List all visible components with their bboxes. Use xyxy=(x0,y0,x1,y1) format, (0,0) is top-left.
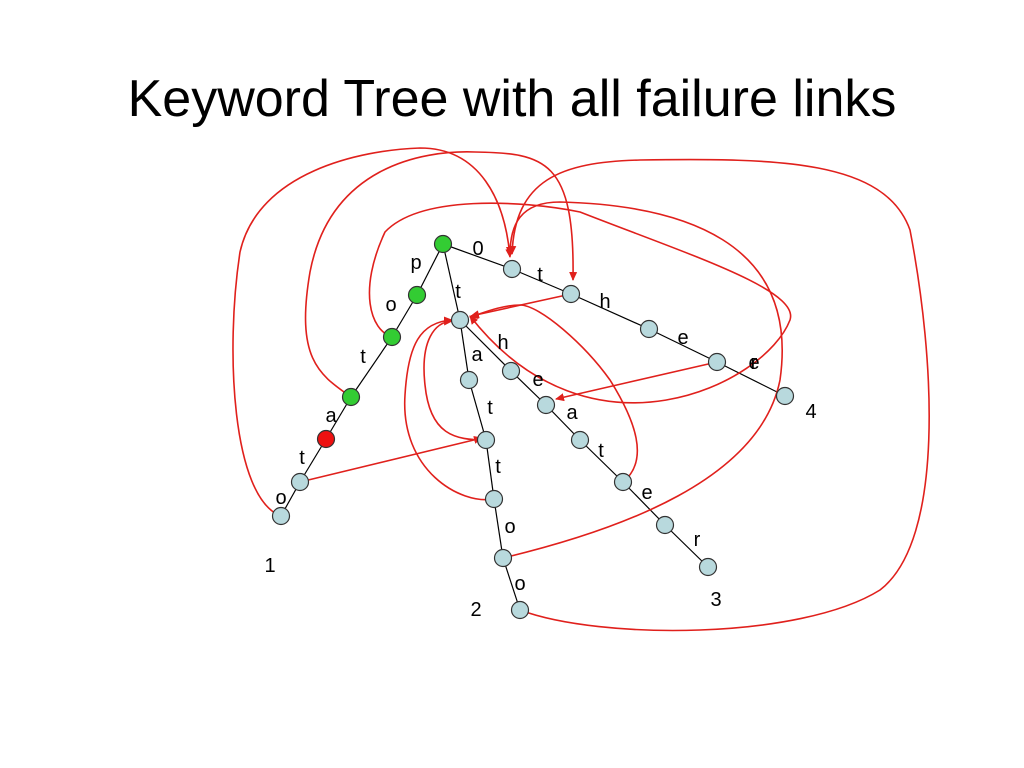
node-theater xyxy=(698,557,718,577)
edge-label-root-t: t xyxy=(537,264,543,286)
node-the xyxy=(639,319,659,339)
tree-edge-root-t xyxy=(442,243,513,270)
tree-edge-thea-theat xyxy=(579,439,624,483)
failure-link-potato-t xyxy=(232,147,514,517)
edge-label-ther-there: e xyxy=(748,352,759,374)
tree-nodes xyxy=(271,234,795,620)
node-root xyxy=(433,234,453,254)
node-theate xyxy=(655,515,675,535)
tree-edge-po-pot xyxy=(350,336,393,398)
node-th xyxy=(561,284,581,304)
tree-edge-tatt-tatto xyxy=(493,498,504,559)
node-th2 xyxy=(501,361,521,381)
tree-edge-t2-th2 xyxy=(459,319,512,372)
tree-edge-th-the xyxy=(570,293,650,330)
edge-label-root-t2: t xyxy=(455,281,461,303)
node-tag-theater: 3 xyxy=(710,589,721,611)
node-tags: 0 1 4 2 3 xyxy=(264,238,816,621)
edge-label-th-the: e xyxy=(677,327,688,349)
edge-label-ta-tat: t xyxy=(487,397,493,419)
node-tattoo xyxy=(510,600,530,620)
edge-label-pot-pota: a xyxy=(325,405,337,427)
node-potato xyxy=(271,506,291,526)
node-ta xyxy=(459,370,479,390)
failure-link-the-thea xyxy=(555,361,718,402)
node-tatt xyxy=(484,489,504,509)
tree-edge-t-th xyxy=(511,268,572,295)
edge-label-tat-tatt: t xyxy=(495,456,501,478)
tree-edges xyxy=(280,243,786,611)
node-ther xyxy=(707,352,727,372)
failure-link-tatto-t xyxy=(502,201,783,559)
failure-link-theat-t2 xyxy=(469,304,638,483)
node-theat xyxy=(613,472,633,492)
edge-label-p-po: o xyxy=(385,294,396,316)
edge-label-pota-potat: t xyxy=(299,447,305,469)
node-the2 xyxy=(536,395,556,415)
node-there xyxy=(775,386,795,406)
failure-link-potat-tat xyxy=(299,435,483,483)
node-tag-tattoo: 2 xyxy=(470,599,481,621)
tree-edge-ta-tat xyxy=(468,379,487,441)
tree-edge-root-t2 xyxy=(442,243,461,321)
edge-label-root-p: p xyxy=(410,252,421,274)
failure-link-pota-t xyxy=(304,151,578,398)
edge-label-t-th: h xyxy=(599,291,610,313)
node-tag-root: 0 xyxy=(472,238,483,260)
tree-edge-theate-theater xyxy=(664,524,709,568)
node-tag-there: 4 xyxy=(805,401,816,423)
node-tatto xyxy=(493,548,513,568)
tree-edge-tat-tatt xyxy=(485,439,495,500)
node-p xyxy=(407,285,427,305)
edge-label-t2-ta: a xyxy=(471,344,483,366)
node-pota xyxy=(316,429,336,449)
tree-edge-tatto-tattoo xyxy=(502,557,521,611)
failure-link-tat-t2 xyxy=(423,317,487,441)
failure-link-tattoo-th xyxy=(508,158,930,632)
node-t2 xyxy=(450,310,470,330)
edge-label-theat-theate: e xyxy=(641,482,652,504)
tree-edge-theat-theate xyxy=(622,481,666,526)
edge-label-the-ther: r xyxy=(751,352,758,374)
node-po xyxy=(382,327,402,347)
node-thea xyxy=(570,430,590,450)
edge-label-tatto-tattoo: o xyxy=(514,573,525,595)
tree-edge-t2-ta xyxy=(459,319,470,381)
edge-label-po-pot: t xyxy=(360,346,366,368)
tree-edge-the-ther xyxy=(648,328,718,363)
tree-edge-ther-there xyxy=(716,361,786,397)
node-tag-potato: 1 xyxy=(264,555,275,577)
node-tat xyxy=(476,430,496,450)
node-t xyxy=(502,259,522,279)
edge-label-the2-thea: a xyxy=(566,402,578,424)
node-potat xyxy=(290,472,310,492)
tree-edge-root-p xyxy=(416,243,444,296)
node-pot xyxy=(341,387,361,407)
failure-link-tatt-t2 xyxy=(404,316,495,501)
edge-label-thea-theat: t xyxy=(598,440,604,462)
failure-link-pot-t2 xyxy=(368,202,792,404)
edge-label-theate-theater: r xyxy=(694,529,701,551)
edge-label-th2-the2: e xyxy=(532,369,543,391)
slide-title: Keyword Tree with all failure links xyxy=(128,70,897,128)
edge-label-t2-th2: h xyxy=(497,332,508,354)
edge-label-tatt-tatto: o xyxy=(504,516,515,538)
edge-label-potat-potato: o xyxy=(275,487,286,509)
failure-links xyxy=(232,147,930,632)
